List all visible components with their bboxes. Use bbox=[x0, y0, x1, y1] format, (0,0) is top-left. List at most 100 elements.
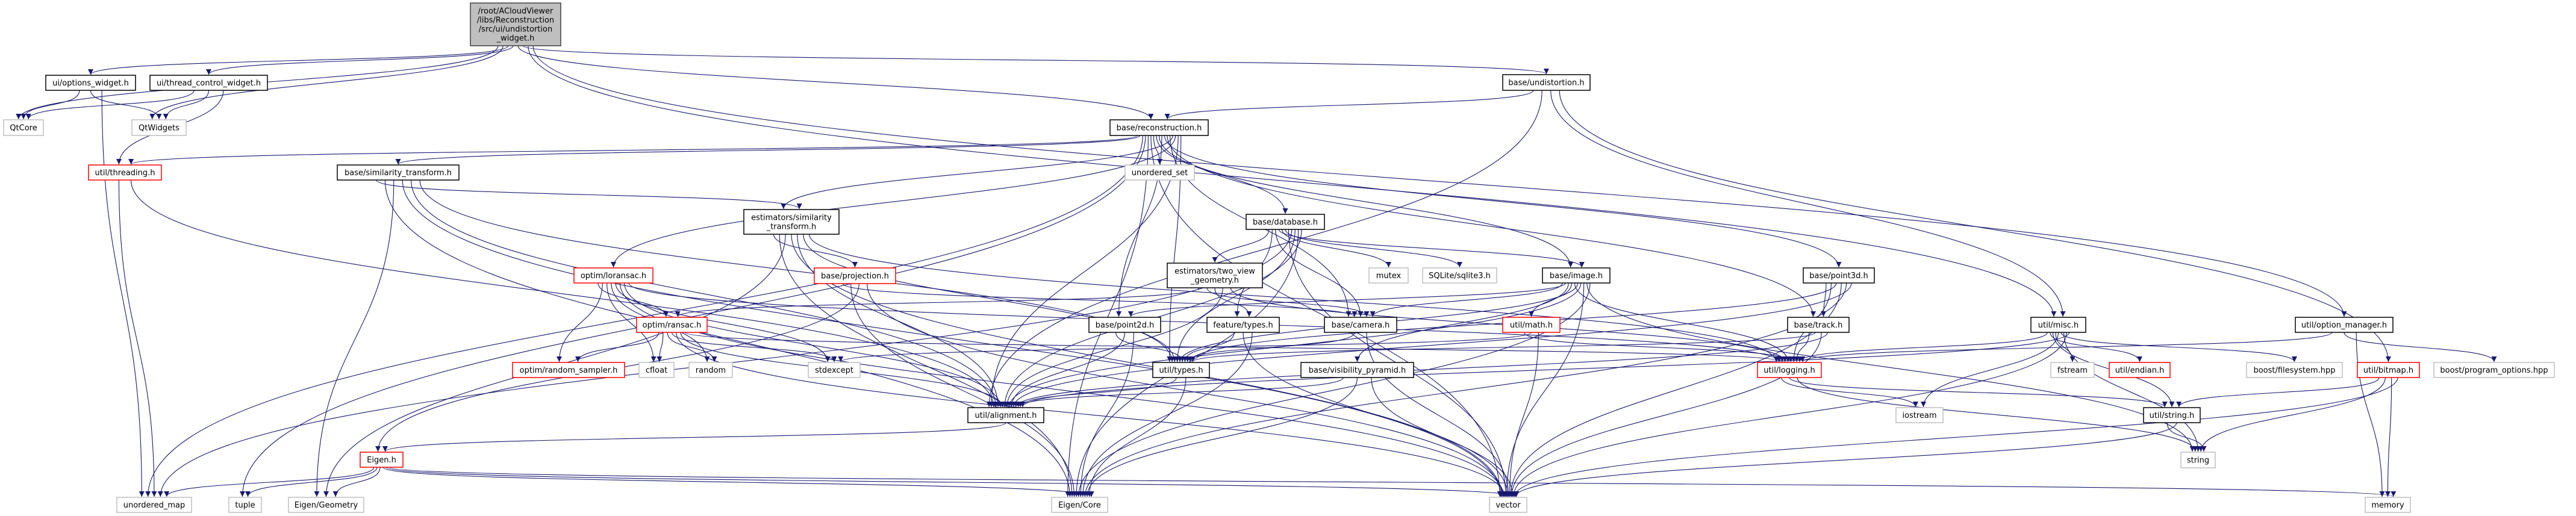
node-endian[interactable]: util/endian.h bbox=[2109, 362, 2171, 378]
edge-visibility-to-eigen_core bbox=[1084, 377, 1358, 497]
node-label: util/threading.h bbox=[95, 169, 155, 178]
edge-loransac-to-stdexcept bbox=[615, 282, 831, 362]
edge-point3d-to-track bbox=[1821, 282, 1827, 317]
edge-reconstruction-to-unordered_map bbox=[145, 135, 1143, 497]
node-label: cfloat bbox=[646, 366, 667, 375]
node-label: util/option_manager.h bbox=[2301, 321, 2387, 330]
edge-options_widget-to-unordered_map bbox=[101, 90, 145, 497]
node-box bbox=[1542, 267, 1611, 284]
edge-root-to-thread_control bbox=[206, 45, 514, 75]
node-ransac[interactable]: optim/ransac.h bbox=[636, 317, 708, 333]
node-random-sampler[interactable]: optim/random_sampler.h bbox=[512, 362, 625, 378]
node-box bbox=[116, 497, 192, 513]
node-track[interactable]: base/track.h bbox=[1787, 317, 1850, 333]
node-util-string[interactable]: util/string.h bbox=[2143, 407, 2201, 423]
node-undistortion[interactable]: base/undistortion.h bbox=[1502, 74, 1591, 91]
node-feature-types[interactable]: feature/types.h bbox=[1206, 317, 1280, 333]
edge-alignment-to-eigen_h bbox=[382, 422, 1006, 452]
edge-two_view-to-ransac bbox=[675, 287, 1200, 317]
node-est-sim[interactable]: estimators/similarity_transform.h bbox=[743, 209, 840, 235]
node-box bbox=[573, 267, 653, 284]
node-point2d[interactable]: base/point2d.h bbox=[1088, 317, 1161, 333]
node-unordered-map: unordered_map bbox=[116, 497, 192, 513]
node-similarity-transform[interactable]: base/similarity_transform.h bbox=[337, 164, 460, 181]
node-label: estimators/similarity bbox=[751, 214, 832, 223]
edge-image-to-logging bbox=[1574, 282, 1791, 362]
edge-root-to-undistortion bbox=[522, 45, 1549, 75]
edge-feature_types-to-eigen_core bbox=[1080, 332, 1253, 497]
node-label: optim/ransac.h bbox=[643, 321, 702, 330]
node-eigen-h[interactable]: Eigen.h bbox=[360, 452, 404, 468]
edge-eigen_h-to-tuple bbox=[245, 467, 378, 497]
node-box bbox=[1895, 407, 1944, 423]
edge-est_sim-to-vector bbox=[791, 234, 1505, 497]
node-label: mutex bbox=[1376, 272, 1402, 281]
edge-reconstruction-to-alignment bbox=[988, 135, 1179, 408]
node-box bbox=[638, 362, 675, 378]
node-label: base/database.h bbox=[1253, 218, 1318, 227]
edge-misc-to-boost_fs bbox=[2060, 332, 2297, 362]
edge-math-to-stdexcept bbox=[838, 332, 1532, 362]
node-label: util/math.h bbox=[1510, 321, 1553, 330]
edge-projection-to-camera bbox=[842, 283, 1358, 317]
node-box bbox=[2180, 452, 2216, 468]
edge-reconstruction-to-database bbox=[1156, 135, 1288, 214]
node-stdexcept: stdexcept bbox=[808, 362, 861, 378]
edge-camera-to-vector bbox=[1366, 332, 1512, 497]
node-projection[interactable]: base/projection.h bbox=[814, 267, 896, 284]
node-alignment[interactable]: util/alignment.h bbox=[967, 407, 1044, 423]
node-label: estimators/two_view bbox=[1174, 267, 1255, 276]
node-thread-control[interactable]: ui/thread_control_widget.h bbox=[149, 75, 268, 91]
node-memory: memory bbox=[2365, 497, 2411, 513]
node-reconstruction[interactable]: base/reconstruction.h bbox=[1109, 119, 1209, 136]
edge-reconstruction-to-vector bbox=[1150, 135, 1503, 497]
edge-misc-to-vector bbox=[1511, 332, 2067, 497]
node-label: util/endian.h bbox=[2115, 366, 2165, 375]
edge-database-to-image bbox=[1278, 229, 1585, 268]
node-loransac[interactable]: optim/loransac.h bbox=[573, 267, 653, 284]
node-box bbox=[1246, 214, 1325, 230]
node-threading[interactable]: util/threading.h bbox=[88, 164, 162, 181]
edge-bitmap-to-util_string bbox=[2176, 377, 2380, 408]
node-label: _geometry.h bbox=[1190, 276, 1239, 285]
node-types[interactable]: util/types.h bbox=[1152, 362, 1210, 378]
node-database[interactable]: base/database.h bbox=[1246, 214, 1325, 230]
node-point3d[interactable]: base/point3d.h bbox=[1803, 267, 1875, 284]
edge-threading-to-unordered_map bbox=[118, 179, 157, 497]
node-two-view[interactable]: estimators/two_view_geometry.h bbox=[1167, 263, 1263, 288]
node-qtcore: QtCore bbox=[3, 119, 44, 136]
node-image[interactable]: base/image.h bbox=[1542, 267, 1611, 284]
edge-ransac-to-stdexcept bbox=[671, 332, 837, 362]
edge-image-to-math bbox=[1529, 282, 1572, 317]
node-bitmap[interactable]: util/bitmap.h bbox=[2357, 362, 2420, 378]
node-box bbox=[1109, 119, 1209, 136]
node-label: _widget.h bbox=[496, 34, 535, 43]
node-box bbox=[1489, 497, 1527, 513]
edge-reconstruction-to-loransac bbox=[611, 135, 1176, 268]
edge-reconstruction-to-point3d bbox=[1164, 135, 1842, 268]
node-boost-fs: boost/filesystem.hpp bbox=[2246, 362, 2343, 378]
node-label: optim/loransac.h bbox=[581, 272, 646, 281]
node-box bbox=[1502, 74, 1591, 91]
node-label: base/camera.h bbox=[1332, 321, 1390, 330]
node-box bbox=[2357, 362, 2420, 378]
node-camera[interactable]: base/camera.h bbox=[1324, 317, 1397, 333]
edge-database-to-types bbox=[1174, 229, 1296, 362]
node-options-widget[interactable]: ui/options_widget.h bbox=[45, 75, 136, 91]
node-label: unordered_set bbox=[1132, 169, 1188, 178]
node-eigen-core: Eigen/Core bbox=[1051, 497, 1108, 513]
edge-option_manager-to-memory bbox=[2356, 332, 2385, 497]
edge-threading-to-alignment bbox=[131, 179, 997, 408]
edge-misc-to-alignment bbox=[1020, 332, 2070, 408]
node-misc[interactable]: util/misc.h bbox=[2030, 317, 2086, 333]
edge-misc-to-logging bbox=[1797, 332, 2048, 362]
node-math[interactable]: util/math.h bbox=[1502, 317, 1561, 333]
node-box bbox=[688, 362, 733, 378]
node-box bbox=[808, 362, 861, 378]
node-visibility[interactable]: base/visibility_pyramid.h bbox=[1300, 362, 1414, 378]
node-option-manager[interactable]: util/option_manager.h bbox=[2295, 317, 2394, 333]
node-box bbox=[2050, 362, 2095, 378]
node-logging[interactable]: util/logging.h bbox=[1757, 362, 1822, 378]
node-box bbox=[228, 497, 262, 513]
